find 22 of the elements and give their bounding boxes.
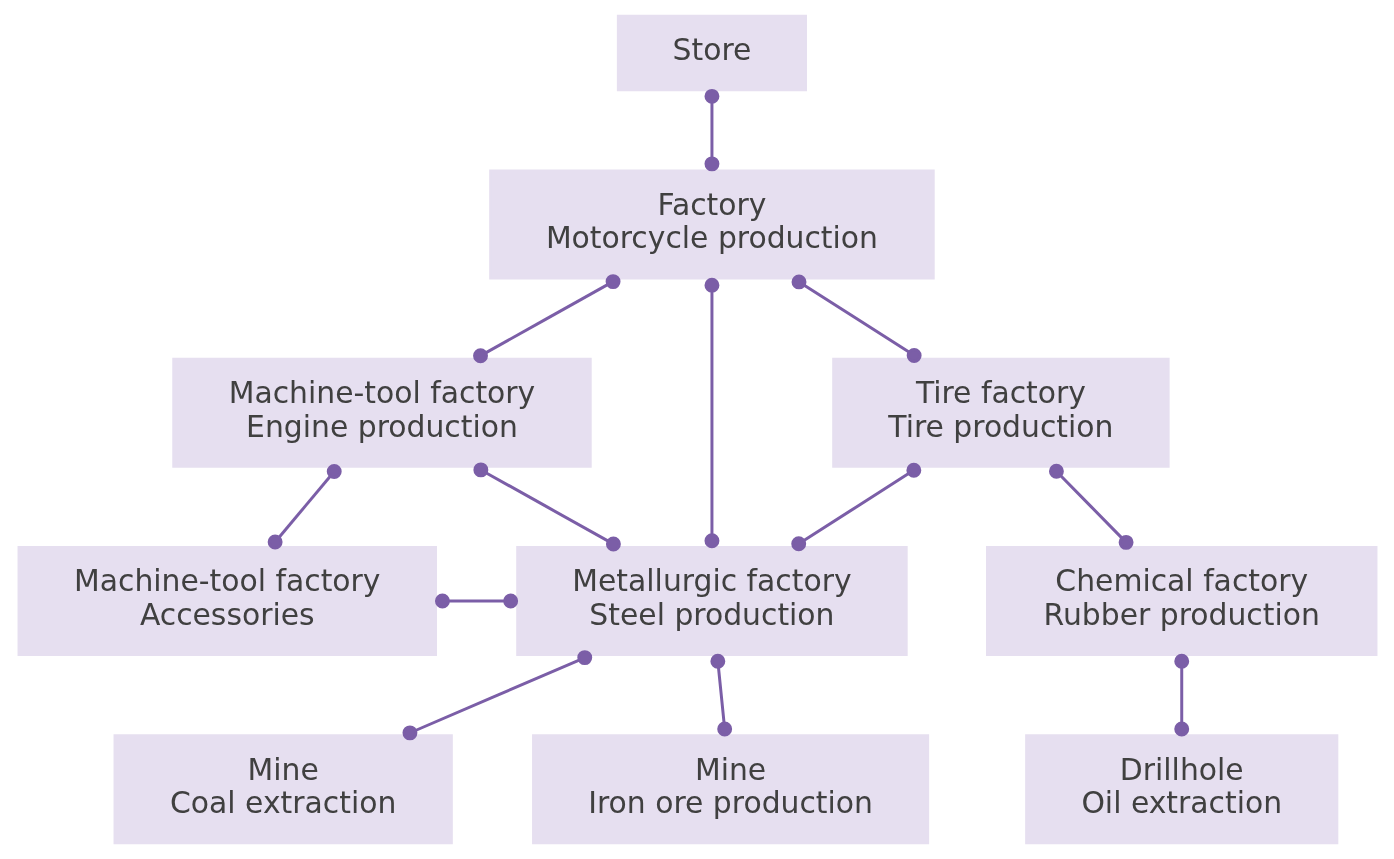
connector <box>402 650 592 741</box>
connector <box>434 593 518 609</box>
connector <box>472 462 621 552</box>
node-box: Tire factory Tire production <box>831 357 1170 468</box>
node-box: Mine Iron ore production <box>531 734 929 845</box>
node-box: Machine-tool factory Accessories <box>17 546 437 656</box>
node-box: Drillhole Oil extraction <box>1024 734 1338 845</box>
connector <box>791 274 922 363</box>
connector <box>472 274 620 364</box>
connector <box>1048 463 1134 550</box>
node-box: Factory Motorcycle production <box>488 169 935 280</box>
node-box: Metallurgic factory Steel production <box>515 546 908 656</box>
connector <box>267 464 342 550</box>
node-box: Chemical factory Rubber production <box>985 546 1377 656</box>
node-box: Machine-tool factory Engine production <box>171 357 592 468</box>
connector <box>790 462 921 552</box>
node-box: Mine Coal extraction <box>113 734 453 845</box>
connector <box>704 277 719 549</box>
connector <box>709 653 732 737</box>
connector <box>1173 653 1189 737</box>
connector <box>704 88 719 172</box>
node-box: Store <box>616 14 807 92</box>
